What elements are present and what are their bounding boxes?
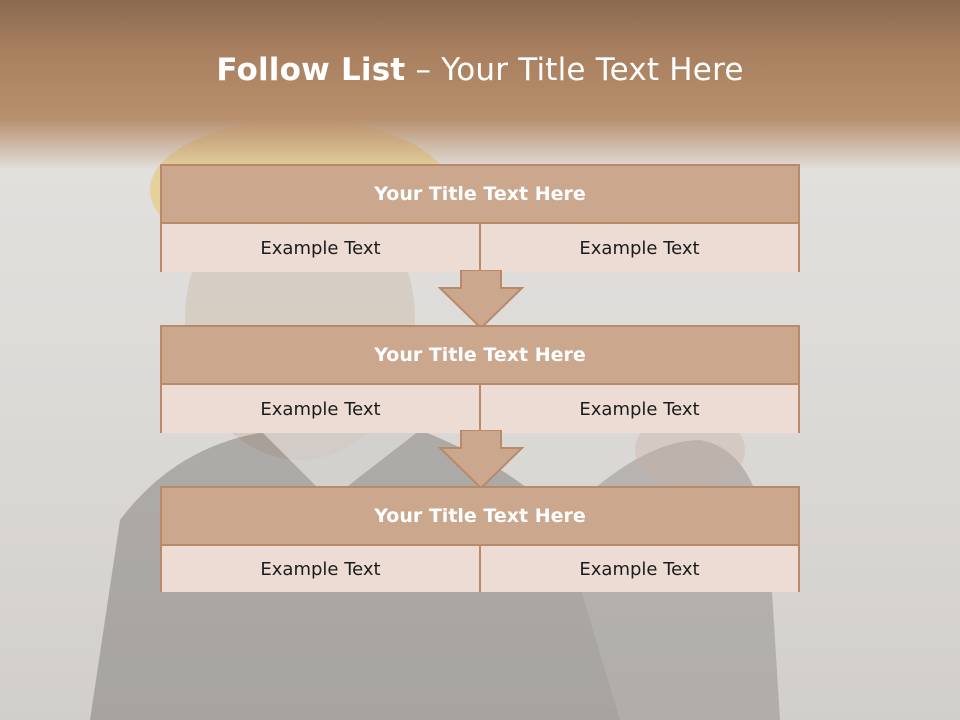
block-title: Your Title Text Here	[162, 488, 798, 546]
header-band	[0, 0, 960, 170]
slide-title-rest: – Your Title Text Here	[405, 52, 744, 88]
down-arrow-icon	[438, 430, 524, 490]
block-cell-left: Example Text	[162, 385, 479, 433]
block-cell-right: Example Text	[479, 385, 798, 433]
block-row: Example Text Example Text	[162, 546, 798, 592]
list-block-3: Your Title Text Here Example Text Exampl…	[160, 486, 800, 592]
block-cell-right: Example Text	[479, 224, 798, 272]
slide-title: Follow List – Your Title Text Here	[0, 52, 960, 88]
block-row: Example Text Example Text	[162, 385, 798, 433]
block-title: Your Title Text Here	[162, 327, 798, 385]
down-arrow-icon	[438, 270, 524, 330]
block-cell-right: Example Text	[479, 546, 798, 592]
block-title: Your Title Text Here	[162, 166, 798, 224]
block-row: Example Text Example Text	[162, 224, 798, 272]
list-block-1: Your Title Text Here Example Text Exampl…	[160, 164, 800, 272]
list-block-2: Your Title Text Here Example Text Exampl…	[160, 325, 800, 433]
slide-title-bold: Follow List	[216, 52, 406, 88]
block-cell-left: Example Text	[162, 224, 479, 272]
block-cell-left: Example Text	[162, 546, 479, 592]
